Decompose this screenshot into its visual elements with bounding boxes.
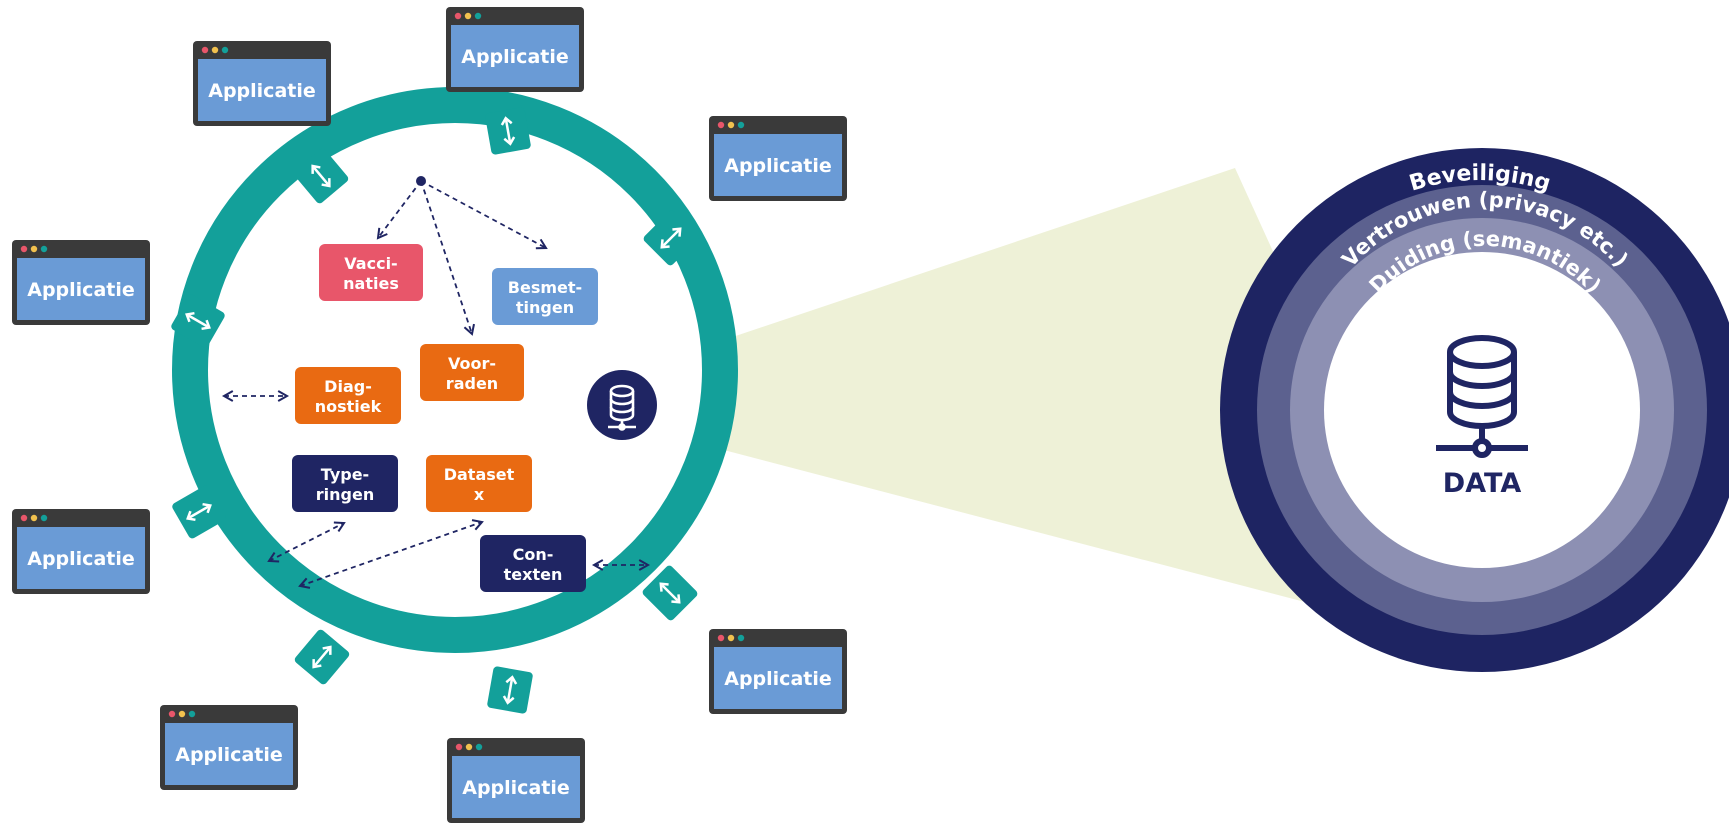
dataset-label: tingen [516,298,574,317]
dataset-box-besmettingen: Besmet- tingen [492,268,598,325]
dataset-box-vaccinaties: Vacci- naties [319,244,423,301]
window-dots-icon [20,514,48,522]
window-dots-icon [20,245,48,253]
double-arrow-icon [293,148,349,204]
dataset-label: texten [504,565,563,584]
double-arrow-icon [485,107,531,155]
application-window: Applicatie [446,7,584,92]
application-window: Applicatie [160,705,298,790]
window-dots-icon [168,710,196,718]
dataset-box-diagnostiek: Diag- nostiek [295,367,401,424]
ring-connectors [171,107,699,714]
application-label: Applicatie [724,668,832,690]
dataset-label: x [474,485,485,504]
dataset-box-typeringen: Type- ringen [292,455,398,512]
data-core-label: DATA [1443,468,1522,499]
window-dots-icon [455,743,483,751]
double-arrow-icon [294,629,350,685]
dataset-connections [221,176,651,589]
application-window: Applicatie [709,629,847,714]
application-label: Applicatie [27,279,135,301]
application-label: Applicatie [175,744,283,766]
window-dots-icon [717,634,745,642]
application-label: Applicatie [724,155,832,177]
application-label: Applicatie [462,777,570,799]
application-label: Applicatie [461,46,569,68]
application-window: Applicatie [193,41,331,126]
dataset-label: Vacci- [344,254,397,273]
application-window: Applicatie [12,240,150,325]
application-label: Applicatie [208,80,316,102]
dataset-label: Type- [321,465,369,484]
dataset-label: Besmet- [508,278,582,297]
window-dots-icon [717,121,745,129]
dataset-box-dataset-x: Dataset x [426,455,532,512]
layer-data-core [1324,252,1640,568]
double-arrow-icon [487,666,533,714]
database-icon [587,370,657,440]
window-dots-icon [201,46,229,54]
dataset-label: nostiek [315,397,382,416]
dataset-label: Dataset [444,465,515,484]
window-dots-icon [454,12,482,20]
dataset-label: naties [343,274,399,293]
data-layers-circle: Beveiliging Vertrouwen (privacy etc.) Du… [1220,148,1729,672]
double-arrow-icon [643,210,699,266]
application-window: Applicatie [12,509,150,594]
application-window: Applicatie [447,738,585,823]
dataset-label: raden [446,374,498,393]
application-label: Applicatie [27,548,135,570]
double-arrow-icon [172,485,226,539]
double-arrow-icon [642,565,698,621]
dataset-label: Diag- [324,377,372,396]
dataset-box-voorraden: Voor- raden [420,344,524,401]
application-window: Applicatie [709,116,847,201]
dataset-label: Voor- [448,354,496,373]
dataset-box-contexten: Con- texten [480,535,586,592]
database-icon [1436,335,1528,458]
dataset-label: Con- [513,545,554,564]
dataset-label: ringen [316,485,374,504]
zoom-beam [590,168,1450,640]
double-arrow-icon [171,294,225,348]
